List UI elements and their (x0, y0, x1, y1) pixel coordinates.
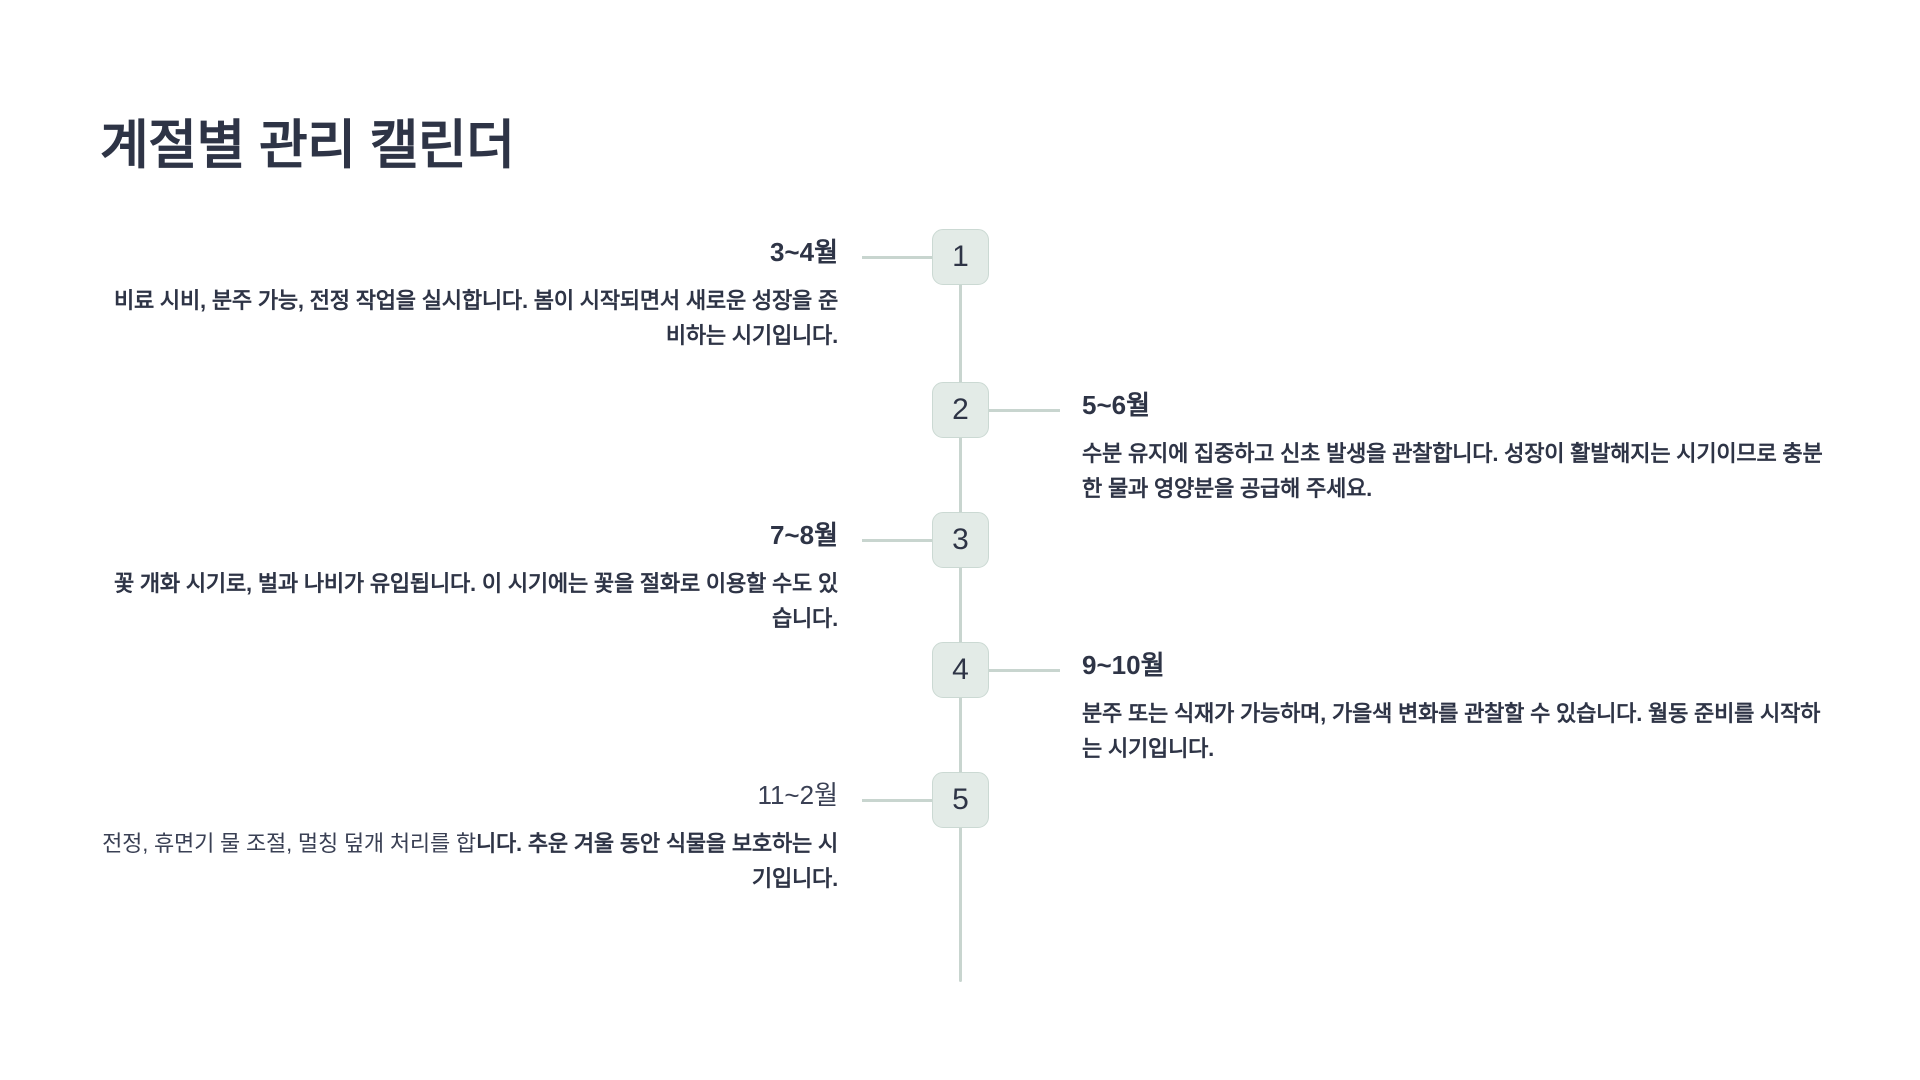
timeline-content-3: 7~8월 꽃 개화 시기로, 벌과 나비가 유입됩니다. 이 시기에는 꽃을 절… (100, 519, 838, 637)
timeline-description-1: 비료 시비, 분주 가능, 전정 작업을 실시합니다. 봄이 시작되면서 새로운… (113, 287, 838, 349)
timeline-period-3: 7~8월 (769, 520, 838, 550)
timeline-node-badge-5[interactable]: 5 (932, 772, 989, 828)
page-title: 계절별 관리 캘린더 (100, 115, 515, 175)
timeline-content-5: 11~2월 전정, 휴면기 물 조절, 멀칭 덮개 처리를 합니다. 추운 겨울… (100, 779, 838, 897)
timeline-content-4: 9~10월 분주 또는 식재가 가능하며, 가을색 변화를 관찰할 수 있습니다… (1082, 649, 1827, 767)
timeline-connector-3 (862, 538, 934, 542)
timeline-period-1: 3~4월 (769, 237, 838, 267)
timeline-connector-1 (862, 255, 934, 259)
timeline-content-1: 3~4월 비료 시비, 분주 가능, 전정 작업을 실시합니다. 봄이 시작되면… (100, 236, 838, 354)
timeline-period-4: 9~10월 (1082, 650, 1165, 680)
timeline-node-badge-4[interactable]: 4 (932, 642, 989, 698)
timeline-node-badge-3[interactable]: 3 (932, 512, 989, 568)
timeline-description-5-emphasis: 니다. 추운 겨울 동안 식물을 보호하는 시기입니다. (475, 830, 838, 892)
timeline-connector-4 (988, 668, 1060, 672)
timeline-connector-5 (862, 798, 934, 802)
timeline-description-2: 수분 유지에 집중하고 신초 발생을 관찰합니다. 성장이 활발해지는 시기이므… (1082, 440, 1823, 502)
timeline-node-badge-2[interactable]: 2 (932, 382, 989, 438)
timeline-period-5: 11~2월 (757, 780, 838, 810)
timeline-spine (959, 257, 962, 982)
timeline-period-2: 5~6월 (1082, 390, 1151, 420)
timeline-description-5: 전정, 휴면기 물 조절, 멀칭 덮개 처리를 합니다. 추운 겨울 동안 식물… (100, 826, 838, 897)
timeline-content-2: 5~6월 수분 유지에 집중하고 신초 발생을 관찰합니다. 성장이 활발해지는… (1082, 389, 1827, 507)
timeline-connector-2 (988, 408, 1060, 412)
timeline-node-badge-1[interactable]: 1 (932, 229, 989, 285)
timeline-description-5-plain: 전정, 휴면기 물 조절, 멀칭 덮개 처리를 합 (102, 830, 476, 856)
timeline-description-4: 분주 또는 식재가 가능하며, 가을색 변화를 관찰할 수 있습니다. 월동 준… (1082, 700, 1821, 762)
timeline-description-3: 꽃 개화 시기로, 벌과 나비가 유입됩니다. 이 시기에는 꽃을 절화로 이용… (113, 570, 838, 632)
